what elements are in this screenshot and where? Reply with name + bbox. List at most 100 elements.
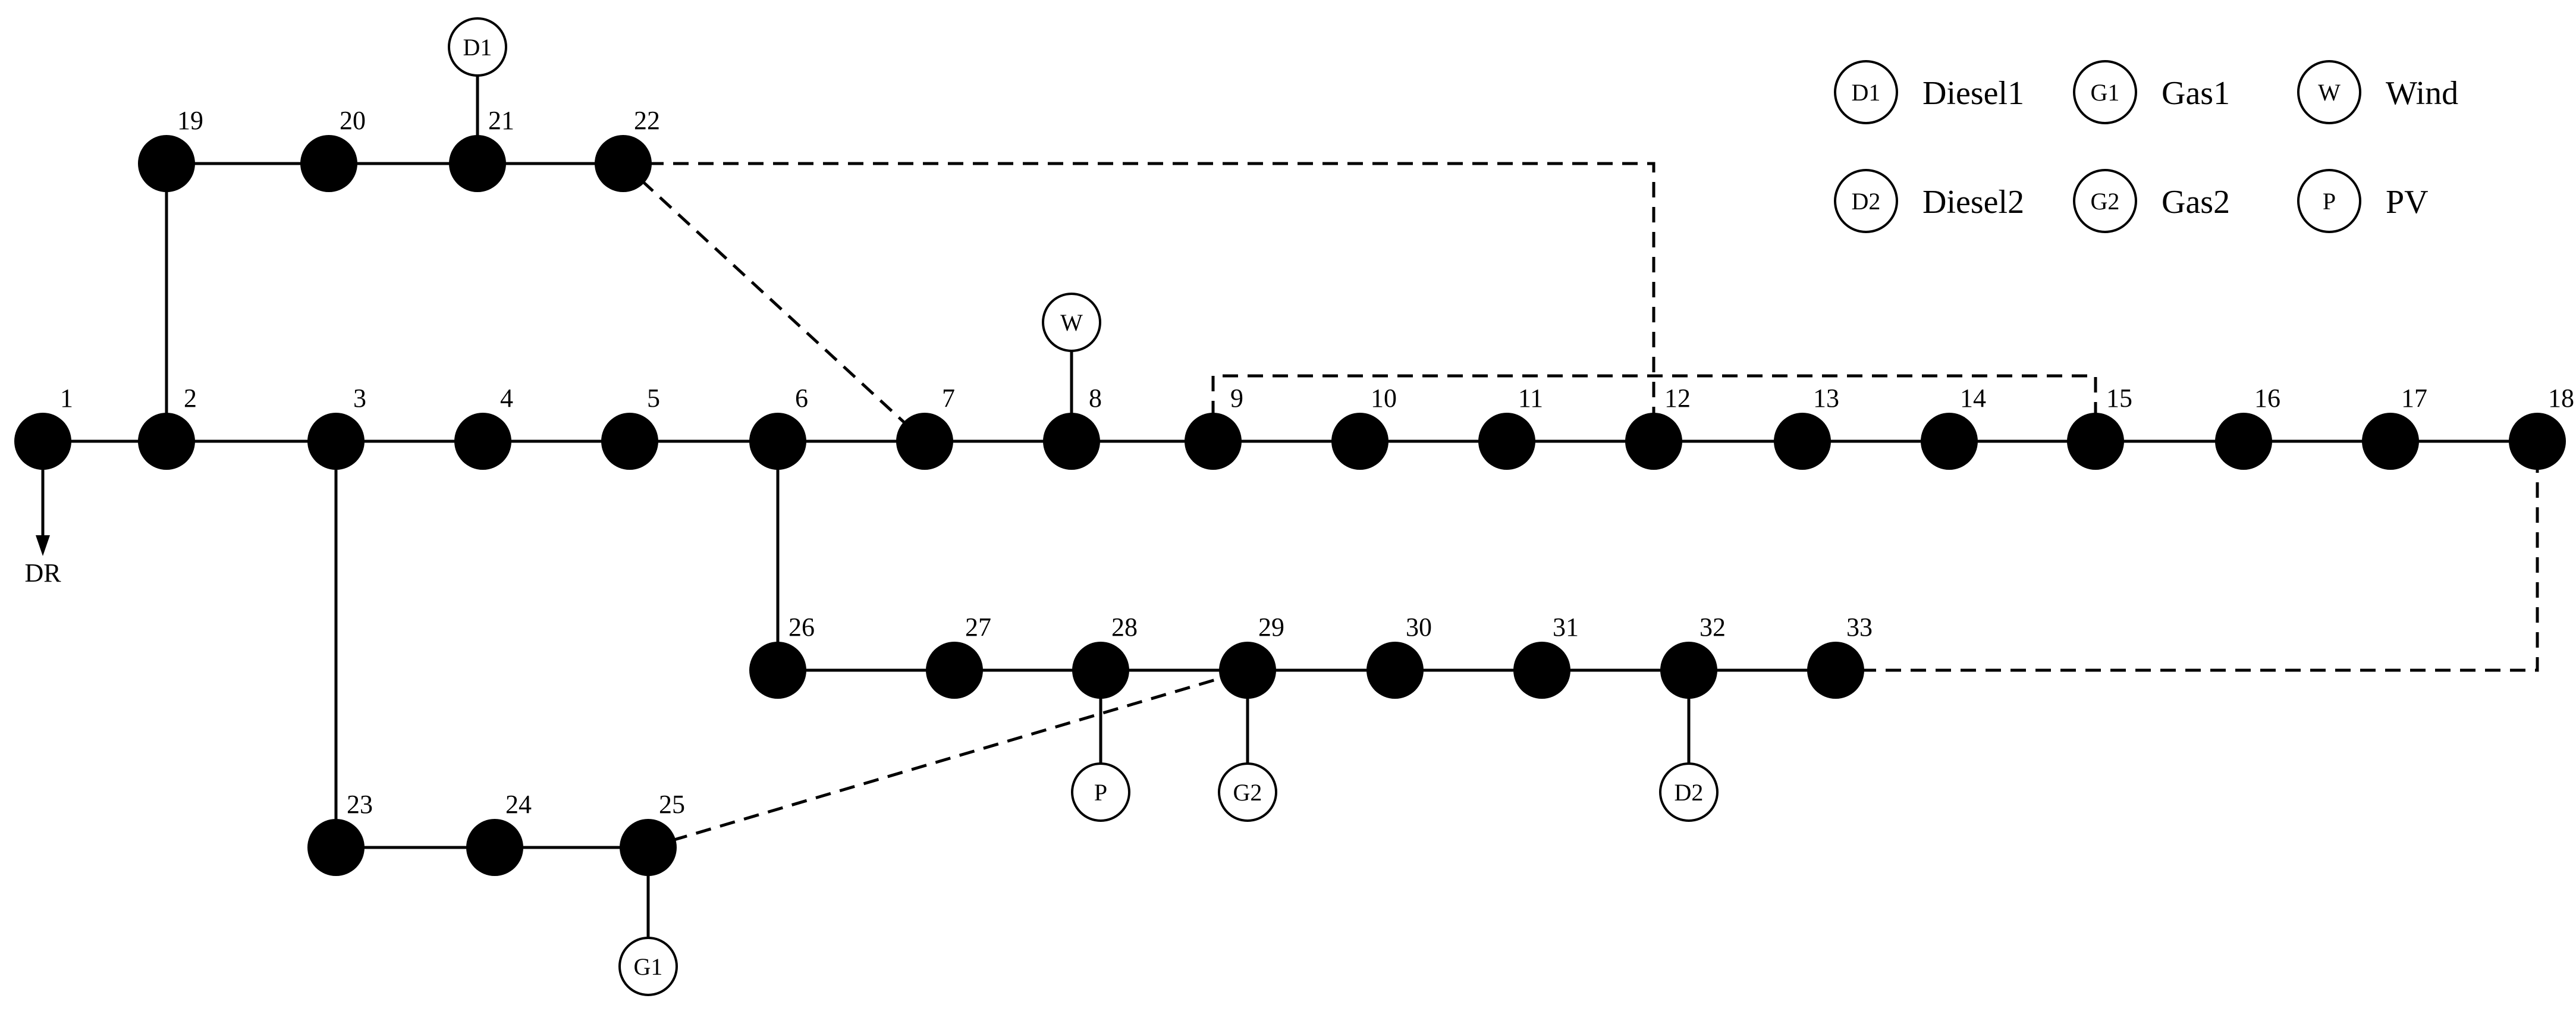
- bus-label: 13: [1813, 384, 1839, 413]
- bus-22: 22: [595, 106, 660, 192]
- bus-label: 8: [1089, 384, 1102, 413]
- bus-17: 17: [2362, 384, 2427, 470]
- bus-node: [1660, 642, 1717, 699]
- bus-label: 12: [1664, 384, 1691, 413]
- bus-20: 20: [300, 106, 366, 192]
- legend-symbol-circle: [2297, 169, 2361, 233]
- bus-label: 15: [2106, 384, 2132, 413]
- bus-node: [300, 135, 357, 192]
- bus-label: 9: [1230, 384, 1243, 413]
- bus-node: [2215, 413, 2272, 470]
- bus-label: 4: [500, 384, 513, 413]
- tie-line-33-18: [1836, 441, 2539, 672]
- bus-node: [601, 413, 658, 470]
- legend-item-D2: D2 Diesel2: [1834, 169, 2024, 233]
- dr-label: DR: [24, 558, 61, 588]
- generator-circle: [1659, 762, 1719, 822]
- legend-symbol-circle: [1834, 169, 1898, 233]
- bus-15: 15: [2067, 384, 2132, 470]
- bus-node: [1807, 642, 1864, 699]
- bus-node: [1331, 413, 1388, 470]
- legend-symbol-circle: [1834, 60, 1898, 124]
- bus-14: 14: [1921, 384, 1986, 470]
- bus-33: 33: [1807, 613, 1873, 699]
- bus-18: 18: [2509, 384, 2574, 470]
- generator-symbol-label: D1: [463, 34, 492, 61]
- bus-node: [1513, 642, 1570, 699]
- bus-node: [466, 819, 523, 876]
- bus-28: 28: [1072, 613, 1138, 699]
- bus-node: [1219, 642, 1276, 699]
- legend-symbol-label: W: [2318, 79, 2341, 106]
- bus-19: 19: [138, 106, 203, 192]
- legend-symbol-label: D2: [1852, 188, 1881, 215]
- bus-node: [2067, 413, 2124, 470]
- bus-21: 21: [449, 106, 514, 192]
- dr-arrow-head: [36, 535, 50, 556]
- bus-8: 8: [1043, 384, 1102, 470]
- bus-23: 23: [307, 790, 373, 876]
- dr-load: DR: [24, 441, 61, 588]
- bus-label: 10: [1371, 384, 1397, 413]
- bus-node: [1478, 413, 1535, 470]
- generator-D1: D1: [448, 17, 507, 77]
- legend-label: Gas2: [2162, 184, 2230, 221]
- bus-label: 22: [634, 106, 660, 135]
- legend-label: Diesel2: [1922, 184, 2024, 221]
- generator-G1: G1: [618, 937, 678, 996]
- legend-symbol-label: D1: [1852, 79, 1881, 106]
- legend-symbol-circle: [2073, 169, 2137, 233]
- bus-label: 27: [965, 613, 991, 642]
- bus-node: [307, 819, 365, 876]
- bus-node: [896, 413, 953, 470]
- bus-label: 33: [1846, 613, 1873, 642]
- bus-node: [138, 135, 195, 192]
- branch-lines: [43, 162, 2537, 849]
- bus-label: 23: [347, 790, 373, 819]
- bus-label: 19: [177, 106, 203, 135]
- bus-node: [1625, 413, 1682, 470]
- bus-label: 30: [1406, 613, 1432, 642]
- bus-25: 25: [620, 790, 685, 876]
- tie-line-9-15: [1211, 374, 2097, 441]
- generator-symbol-label: W: [1060, 309, 1083, 336]
- legend-item-G2: G2 Gas2: [2073, 169, 2230, 233]
- generator-W: W: [1042, 293, 1101, 352]
- bus-label: 32: [1699, 613, 1726, 642]
- bus-11: 11: [1478, 384, 1543, 470]
- generator-circle: [618, 937, 678, 996]
- generator-G2: G2: [1218, 762, 1277, 822]
- bus-32: 32: [1660, 613, 1726, 699]
- bus-node: [2362, 413, 2419, 470]
- bus-node: [749, 413, 806, 470]
- generator-symbol-label: G1: [634, 953, 663, 980]
- bus-node: [449, 135, 506, 192]
- bus-label: 5: [647, 384, 660, 413]
- bus-30: 30: [1366, 613, 1432, 699]
- bus-10: 10: [1331, 384, 1397, 470]
- bus-7: 7: [896, 384, 955, 470]
- bus-node: [1774, 413, 1831, 470]
- bus-26: 26: [749, 613, 815, 699]
- legend-label: Gas1: [2162, 75, 2230, 112]
- generator-circle: [448, 17, 507, 77]
- tie-line-25-29: [648, 668, 1248, 849]
- generator-symbol-label: D2: [1675, 779, 1704, 806]
- bus-27: 27: [926, 613, 991, 699]
- generator-P: P: [1071, 762, 1130, 822]
- legend-symbol-circle: [2073, 60, 2137, 124]
- tie-line-22-7: [622, 162, 926, 442]
- legend-symbol-label: G2: [2091, 188, 2120, 215]
- generator-circle: [1071, 762, 1130, 822]
- bus-node: [138, 413, 195, 470]
- bus-node: [2509, 413, 2566, 470]
- tie-lines: [622, 162, 2539, 849]
